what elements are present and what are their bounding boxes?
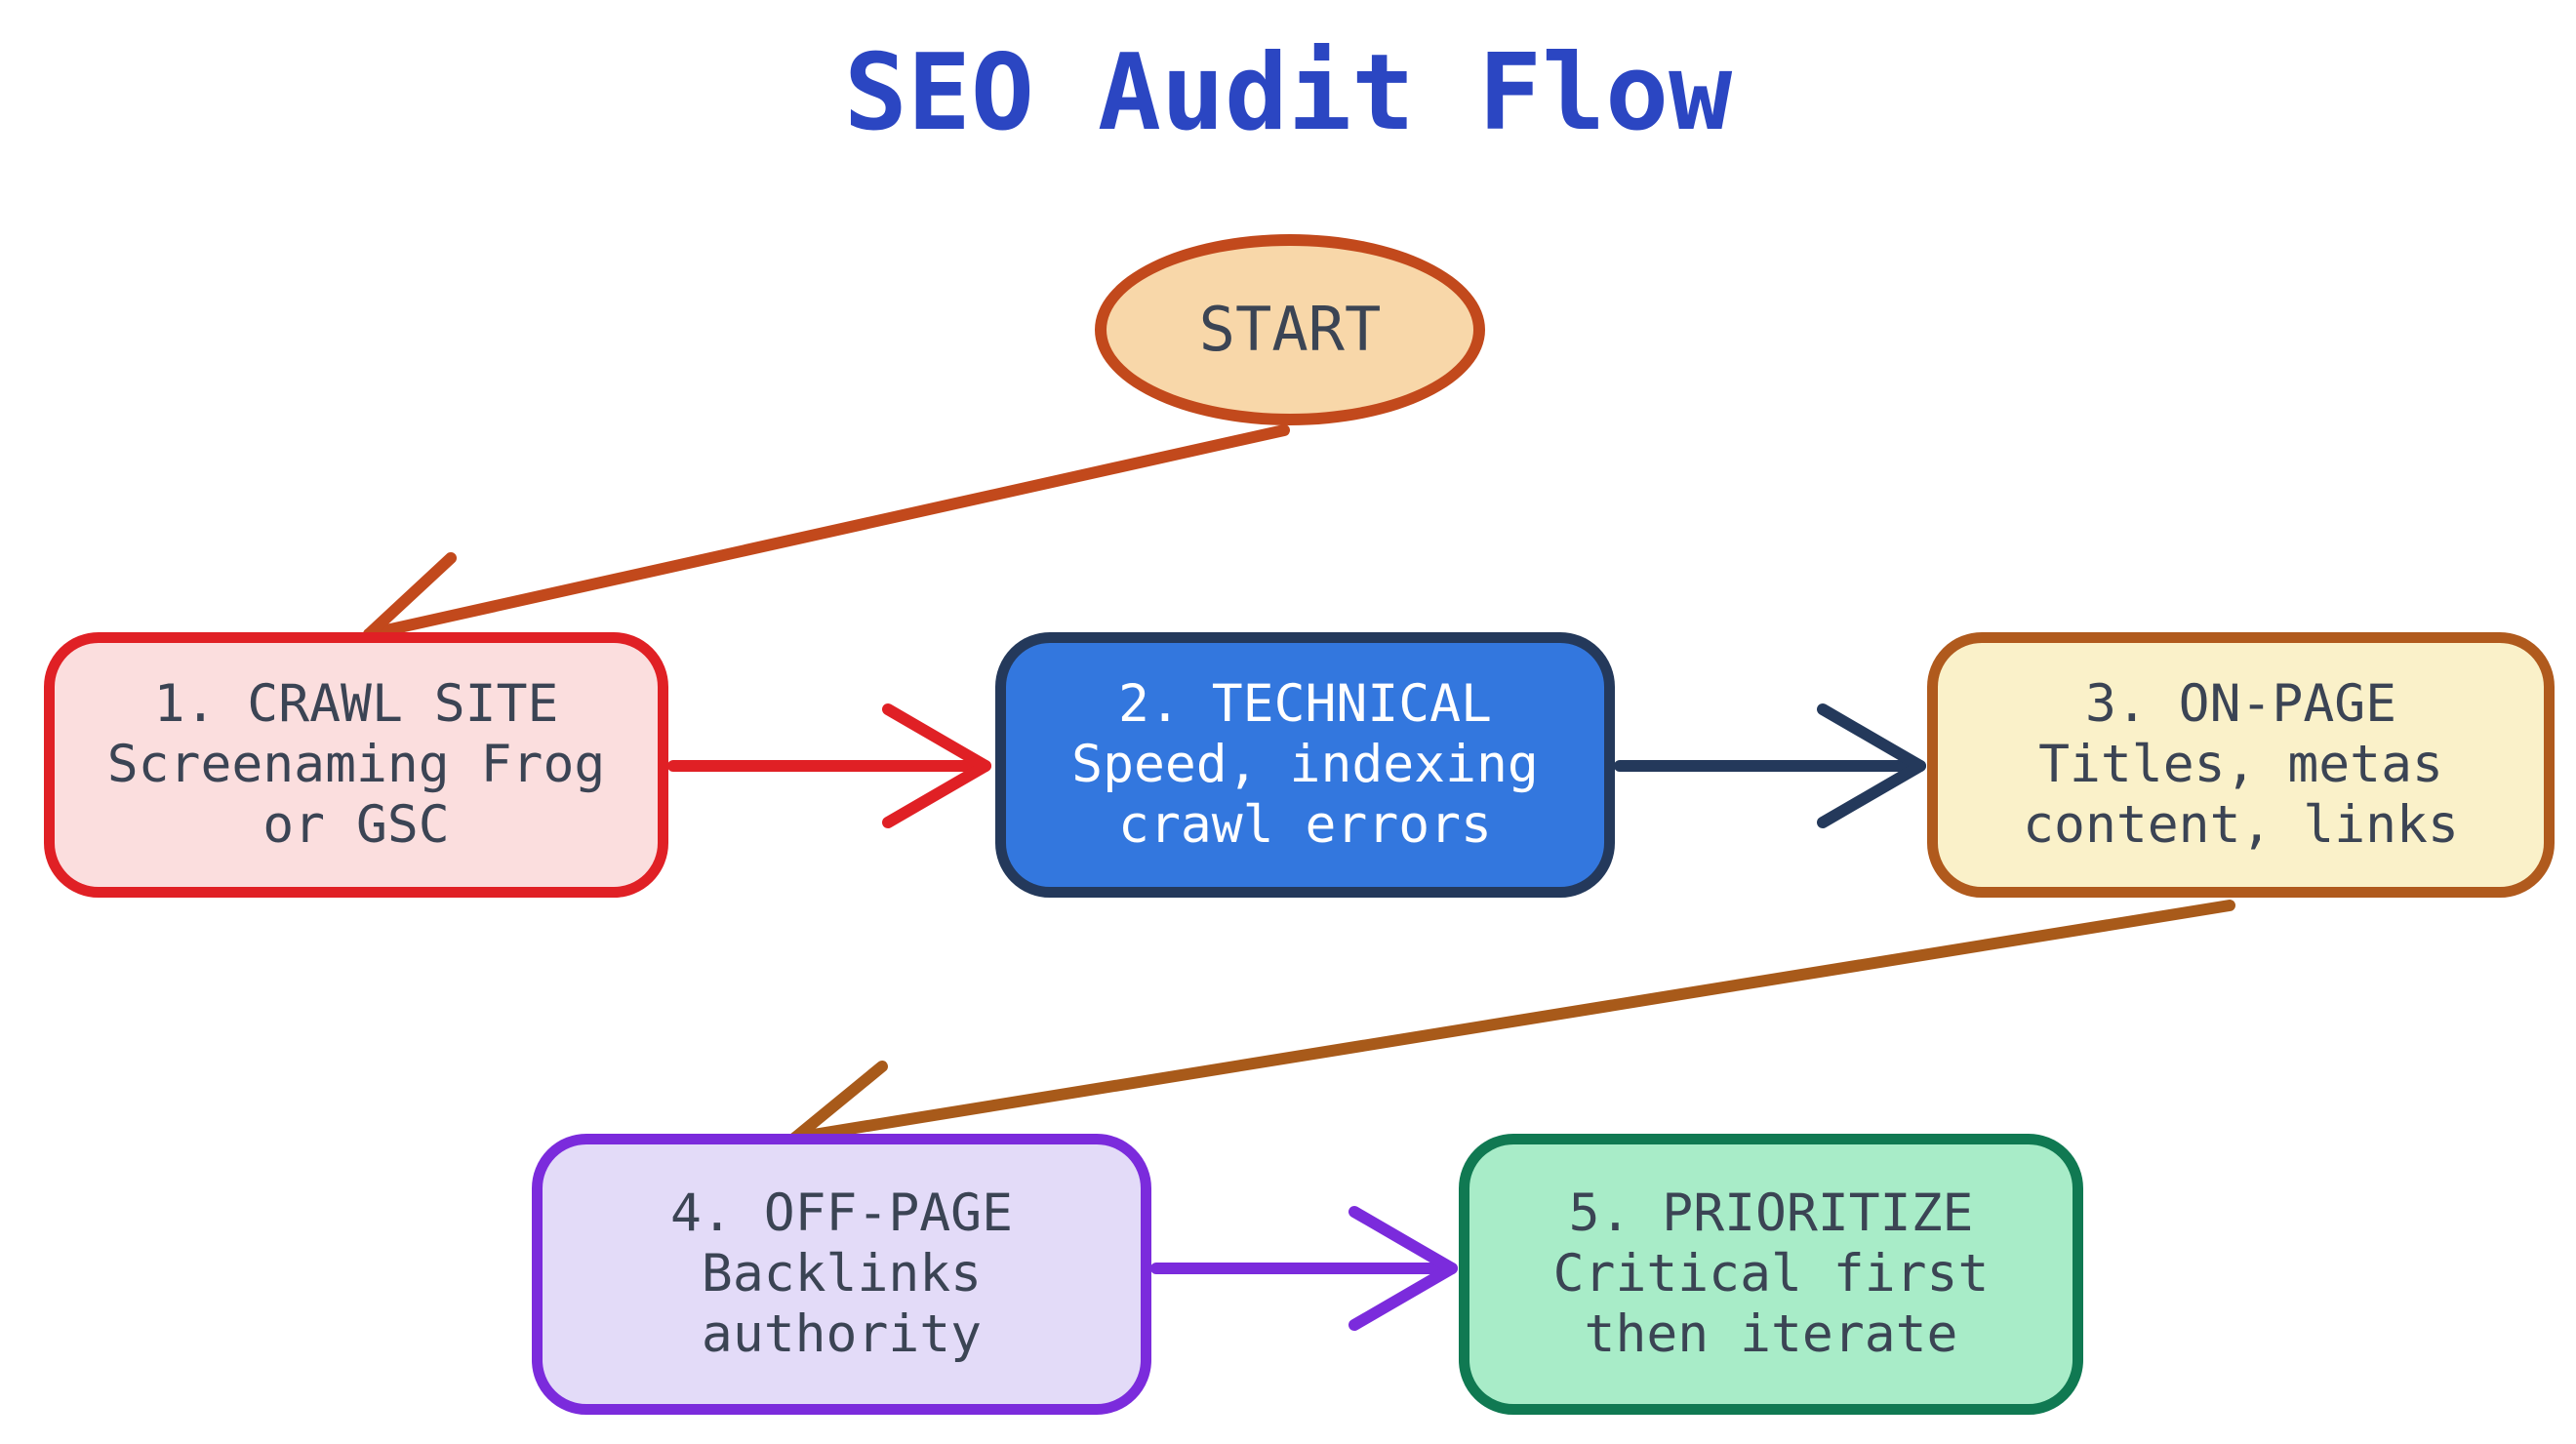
node-start-label: START: [1198, 294, 1382, 365]
edge-onpage-to-offpage-line: [789, 900, 2235, 1143]
edge-offpage-to-prioritize: [1150, 1206, 1458, 1331]
node-prioritize-line-1: 5. PRIORITIZE: [1568, 1183, 1974, 1243]
node-on-page-line-3: content, links: [2023, 795, 2459, 855]
node-crawl-site-line-2: Screenaming Frog: [106, 735, 606, 794]
node-technical-line-3: crawl errors: [1118, 795, 1492, 855]
node-off-page: 4. OFF-PAGE Backlinks authority: [532, 1134, 1151, 1415]
node-off-page-line-1: 4. OFF-PAGE: [670, 1183, 1013, 1243]
node-start: START: [1095, 234, 1485, 425]
node-technical: 2. TECHNICAL Speed, indexing crawl error…: [995, 632, 1615, 898]
edge-crawl-to-technical-arrowhead: [882, 703, 991, 828]
diagram-title: SEO Audit Flow: [843, 32, 1733, 154]
node-crawl-site-line-3: or GSC: [262, 795, 450, 855]
edge-crawl-to-technical: [667, 703, 991, 828]
edge-start-to-crawl-line: [363, 424, 1290, 640]
node-crawl-site-line-1: 1. CRAWL SITE: [153, 674, 559, 734]
node-prioritize-line-3: then iterate: [1584, 1304, 1958, 1364]
node-technical-line-2: Speed, indexing: [1071, 735, 1539, 794]
node-off-page-line-3: authority: [701, 1304, 983, 1364]
node-on-page-line-1: 3. ON-PAGE: [2084, 674, 2397, 734]
edge-technical-to-onpage: [1614, 703, 1926, 828]
node-on-page: 3. ON-PAGE Titles, metas content, links: [1927, 632, 2555, 898]
node-crawl-site: 1. CRAWL SITE Screenaming Frog or GSC: [44, 632, 668, 898]
node-technical-line-1: 2. TECHNICAL: [1118, 674, 1492, 734]
edge-offpage-to-prioritize-arrowhead: [1348, 1206, 1458, 1331]
edge-technical-to-onpage-arrowhead: [1817, 703, 1926, 828]
node-on-page-line-2: Titles, metas: [2038, 735, 2443, 794]
node-off-page-line-2: Backlinks: [701, 1244, 983, 1304]
node-prioritize-line-2: Critical first: [1552, 1244, 1990, 1304]
node-prioritize: 5. PRIORITIZE Critical first then iterat…: [1459, 1134, 2083, 1415]
